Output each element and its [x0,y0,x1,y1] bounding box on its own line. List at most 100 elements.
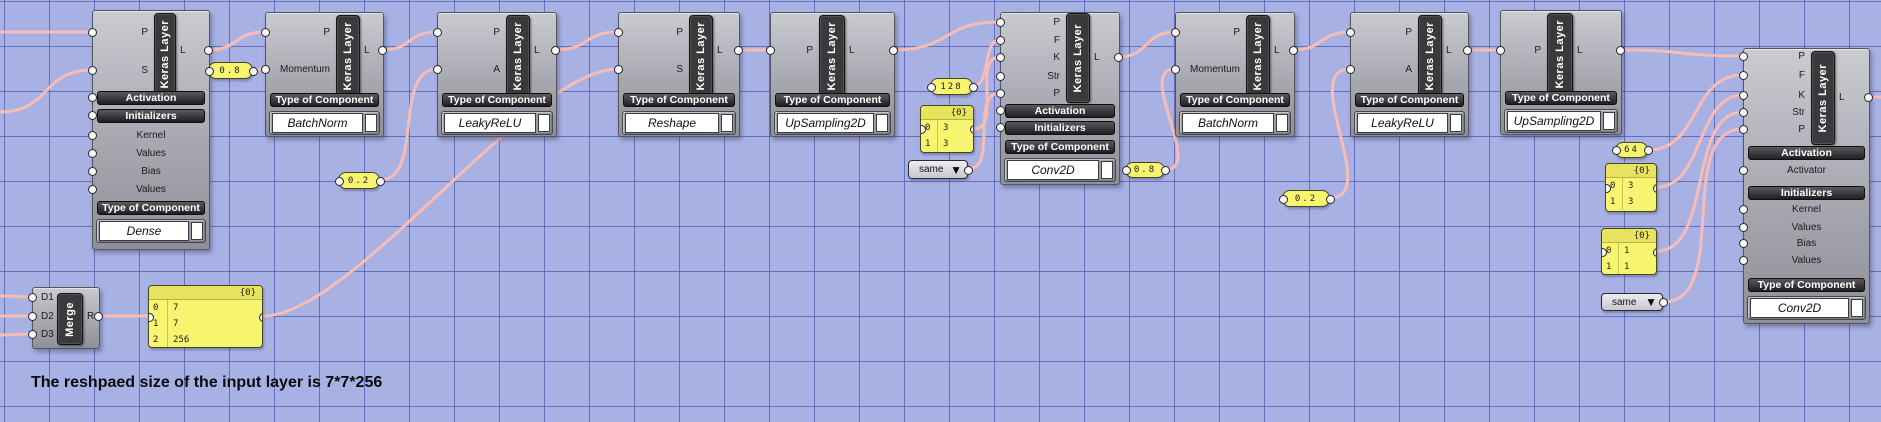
panel-input-port[interactable] [1606,183,1611,193]
output-port-l[interactable] [1463,46,1472,55]
type-dropdown-button[interactable] [1603,112,1615,130]
panel-output-port[interactable] [969,82,978,92]
input-port-values[interactable] [1739,223,1748,232]
input-port-s[interactable] [614,65,623,74]
panel-input-port[interactable] [1279,194,1288,204]
panel-input-port[interactable] [921,125,926,134]
input-port-d2[interactable] [28,312,37,321]
type-dropdown-button[interactable] [1450,114,1462,132]
panel-input-port[interactable] [927,82,936,92]
output-port-l[interactable] [1864,93,1873,102]
output-port-l[interactable] [204,46,213,55]
output-port-l[interactable] [1616,46,1625,55]
type-dropdown-button[interactable] [191,222,203,240]
input-port-a[interactable] [433,65,442,74]
input-port-p[interactable] [1739,125,1748,134]
chevron-down-icon[interactable]: ▼ [1645,295,1657,309]
input-port-p[interactable] [1346,28,1355,37]
section-port-initializers[interactable] [996,123,1005,132]
output-port-l[interactable] [378,46,387,55]
type-of-component-value[interactable]: LeakyReLU [444,113,536,133]
panel-output-port[interactable] [259,312,262,322]
input-port-p[interactable] [766,46,775,55]
value-list-output-port[interactable] [964,165,973,175]
panel-input-port[interactable] [1612,146,1621,155]
output-port-l[interactable] [889,46,898,55]
type-of-component-field[interactable]: Conv2D [1004,158,1116,182]
panel-input-port[interactable] [1602,247,1607,257]
input-port-str[interactable] [1739,108,1748,117]
input-port-p[interactable] [88,28,97,37]
output-port-l[interactable] [1114,53,1123,62]
type-dropdown-button[interactable] [1851,299,1863,317]
input-port-values[interactable] [88,149,97,158]
panel-output-port[interactable] [1653,183,1656,193]
input-port-kernel[interactable] [88,131,97,140]
panel-output-port[interactable] [376,176,385,186]
type-of-component-field[interactable]: BatchNorm [269,111,380,135]
input-port-p[interactable] [996,89,1005,98]
type-of-component-field[interactable]: LeakyReLU [1354,111,1465,135]
panel-output-port[interactable] [1326,194,1335,204]
input-port-bias[interactable] [1739,239,1748,248]
panel-alpha-value-2[interactable]: 0.2 [1279,190,1335,207]
type-dropdown-button[interactable] [365,114,377,132]
input-port-p[interactable] [261,28,270,37]
panel-alpha-value-1[interactable]: 0.2 [335,172,385,189]
type-of-component-value[interactable]: Dense [99,221,189,241]
input-port-k[interactable] [996,53,1005,62]
input-port-s[interactable] [88,66,97,75]
input-port-a[interactable] [1346,65,1355,74]
panel-filters-value-2[interactable]: 64 [1612,142,1653,158]
input-port-bias[interactable] [88,167,97,176]
type-dropdown-button[interactable] [876,114,888,132]
input-port-momentum[interactable] [261,65,270,74]
panel-output-port[interactable] [1161,166,1170,175]
type-of-component-value[interactable]: Conv2D [1750,298,1849,318]
input-port-str[interactable] [996,72,1005,81]
panel-input-port[interactable] [1122,166,1131,175]
panel-momentum-value-1[interactable]: 0.8 [205,62,258,79]
type-dropdown-button[interactable] [1276,114,1288,132]
output-port-r[interactable] [94,312,103,321]
input-port-p[interactable] [996,18,1005,27]
type-of-component-value[interactable]: Reshape [625,113,719,133]
value-list-padding-list-1[interactable]: same▼ [908,160,973,179]
input-port-d3[interactable] [28,330,37,339]
value-list-padding-list-2[interactable]: same▼ [1601,293,1668,311]
output-port-l[interactable] [551,46,560,55]
input-port-values[interactable] [88,185,97,194]
type-of-component-value[interactable]: BatchNorm [272,113,363,133]
section-port-activation[interactable] [996,106,1005,115]
type-of-component-field[interactable]: Reshape [622,111,736,135]
input-port-activator[interactable] [1739,166,1748,175]
panel-momentum-value-2[interactable]: 0.8 [1122,162,1170,178]
input-port-f[interactable] [1739,71,1748,80]
type-dropdown-button[interactable] [538,114,550,132]
output-port-l[interactable] [734,46,743,55]
panel-output-port[interactable] [1644,146,1653,155]
input-port-k[interactable] [1739,91,1748,100]
type-of-component-field[interactable]: UpSampling2D [1504,109,1618,133]
type-of-component-field[interactable]: UpSampling2D [774,111,891,135]
type-of-component-field[interactable]: Dense [96,219,206,243]
panel-output-port[interactable] [1653,247,1656,257]
type-of-component-value[interactable]: UpSampling2D [777,113,874,133]
type-dropdown-button[interactable] [721,114,733,132]
section-port-activation[interactable] [88,93,97,102]
type-dropdown-button[interactable] [1101,161,1113,179]
input-port-kernel[interactable] [1739,205,1748,214]
panel-input-port[interactable] [335,176,344,186]
